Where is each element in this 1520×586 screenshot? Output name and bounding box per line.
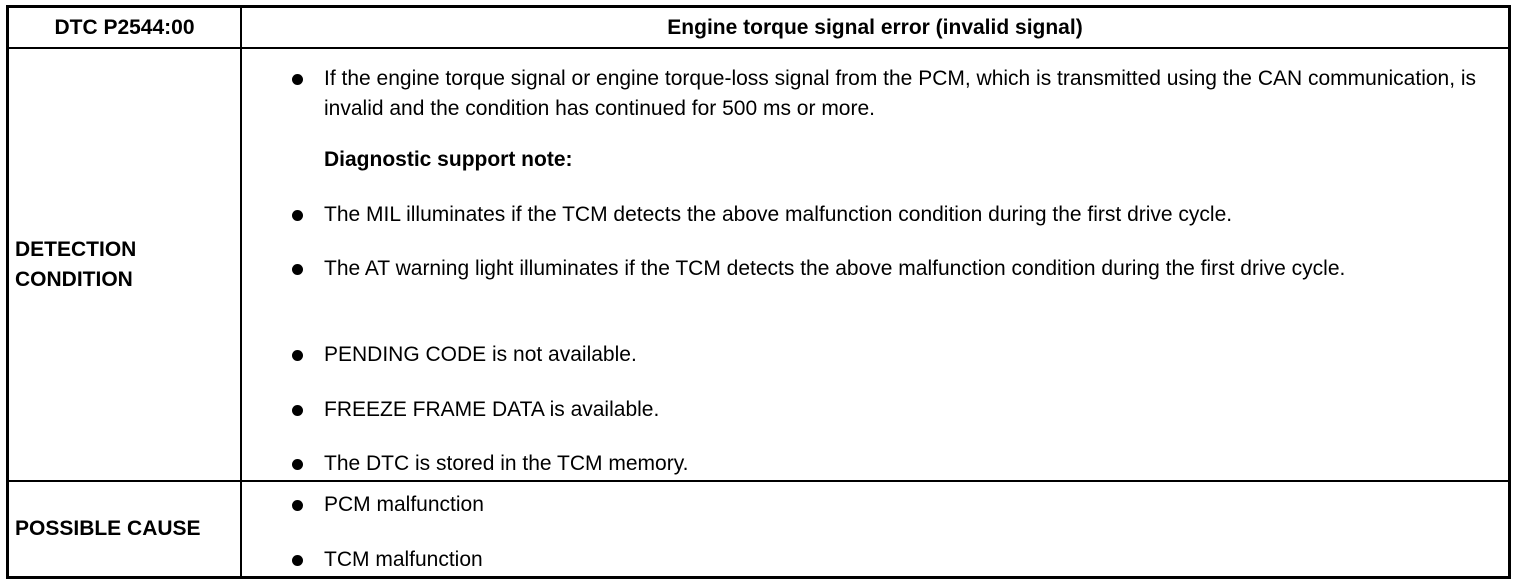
detection-main-text: If the engine torque signal or engine to… [324, 67, 1477, 120]
cause-label: POSSIBLE CAUSE [15, 517, 201, 540]
cause-label-cell: POSSIBLE CAUSE [9, 482, 242, 576]
detection-item-text: The MIL illuminates if the TCM detects t… [324, 203, 1233, 226]
table-header-row: DTC P2544:00 Engine torque signal error … [9, 8, 1508, 49]
bullet-icon [292, 210, 303, 221]
cause-item-text: PCM malfunction [324, 493, 484, 516]
dtc-table: DTC P2544:00 Engine torque signal error … [6, 5, 1511, 579]
detection-content-cell: If the engine torque signal or engine to… [242, 49, 1508, 480]
dtc-title-cell: Engine torque signal error (invalid sign… [242, 8, 1508, 47]
possible-cause-row: POSSIBLE CAUSE PCM malfunction TCM malfu… [9, 482, 1508, 576]
detection-item-text: PENDING CODE is not available. [324, 343, 637, 366]
bullet-icon [292, 555, 303, 566]
detection-condition-row: DETECTION CONDITION If the engine torque… [9, 49, 1508, 482]
dtc-code-cell: DTC P2544:00 [9, 8, 242, 47]
bullet-icon [292, 264, 303, 275]
detection-item-text: FREEZE FRAME DATA is available. [324, 398, 660, 421]
detection-label: DETECTION CONDITION [15, 237, 137, 291]
support-note-label: Diagnostic support note: [324, 148, 573, 171]
cause-content-cell: PCM malfunction TCM malfunction [242, 482, 1508, 576]
bullet-icon [292, 459, 303, 470]
bullet-icon [292, 350, 303, 361]
bullet-icon [292, 74, 303, 85]
bullet-icon [292, 405, 303, 416]
bullet-icon [292, 500, 303, 511]
dtc-title: Engine torque signal error (invalid sign… [667, 15, 1083, 39]
dtc-code: DTC P2544:00 [54, 15, 195, 39]
detection-label-cell: DETECTION CONDITION [9, 49, 242, 480]
cause-item-text: TCM malfunction [324, 548, 483, 571]
detection-item-text: The AT warning light illuminates if the … [324, 257, 1346, 280]
detection-item-text: The DTC is stored in the TCM memory. [324, 452, 689, 475]
